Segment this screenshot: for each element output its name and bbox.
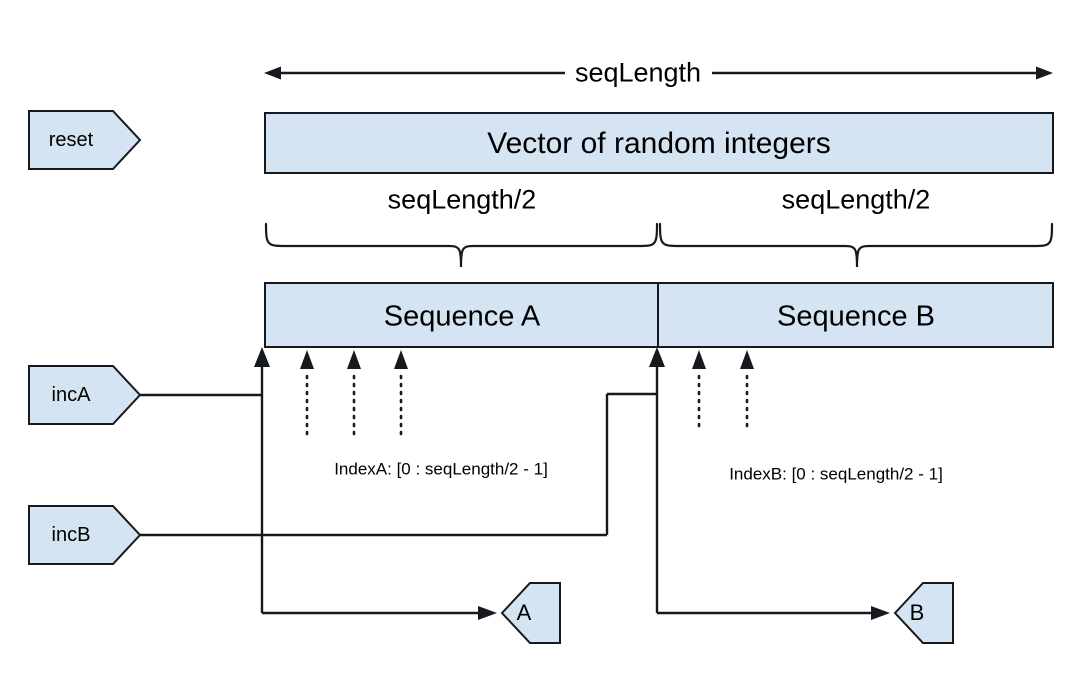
output-b-shape[interactable] [893, 582, 954, 644]
seqlength-span-label: seqLength [574, 57, 702, 88]
inc-a-connector [140, 347, 497, 620]
inc-b-port-label: incB [51, 524, 91, 546]
sequence-a-label: Sequence A [383, 300, 541, 333]
brace-left [264, 222, 659, 268]
vector-box [264, 112, 1054, 174]
half-label-left: seqLength/2 [387, 184, 537, 215]
index-a-label: IndexA: [0 : seqLength/2 - 1] [334, 459, 548, 479]
reset-port-shape[interactable] [28, 110, 142, 170]
brace-right [658, 222, 1054, 268]
seqlength-span-arrow [264, 66, 1053, 80]
inc-b-port-shape[interactable] [28, 505, 142, 565]
inc-b-connector [140, 347, 890, 620]
index-a-tick-arrows [300, 350, 408, 436]
sequence-b-label: Sequence B [776, 300, 936, 333]
output-b-label: B [909, 600, 925, 625]
inc-a-port-shape[interactable] [28, 365, 142, 425]
inc-a-port-label: incA [51, 384, 91, 406]
reset-port-label: reset [48, 129, 94, 151]
vector-box-label: Vector of random integers [487, 127, 831, 160]
index-b-tick-arrows [692, 350, 754, 428]
output-a-label: A [516, 600, 532, 625]
output-a-shape[interactable] [500, 582, 561, 644]
half-label-right: seqLength/2 [781, 184, 931, 215]
index-b-label: IndexB: [0 : seqLength/2 - 1] [729, 464, 943, 484]
